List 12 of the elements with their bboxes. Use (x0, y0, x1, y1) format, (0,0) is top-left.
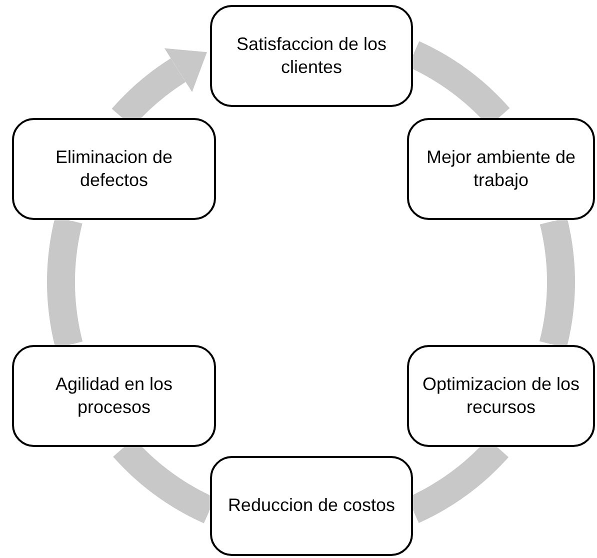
process-box (12, 118, 216, 220)
node-label: Reduccion de costos (228, 494, 396, 518)
node-label: Eliminacion de defectos (54, 146, 174, 192)
node-label: Satisfaccion de los clientes (235, 32, 388, 79)
process-box (210, 456, 413, 556)
process-box (12, 345, 216, 447)
process-box (407, 118, 595, 220)
node-label: Agilidad en los procesos (54, 372, 174, 419)
process-box (210, 5, 413, 107)
process-box (407, 345, 595, 447)
node-label: Optimizacion de los recursos (421, 372, 581, 419)
node-label: Mejor ambiente de trabajo (425, 146, 577, 192)
